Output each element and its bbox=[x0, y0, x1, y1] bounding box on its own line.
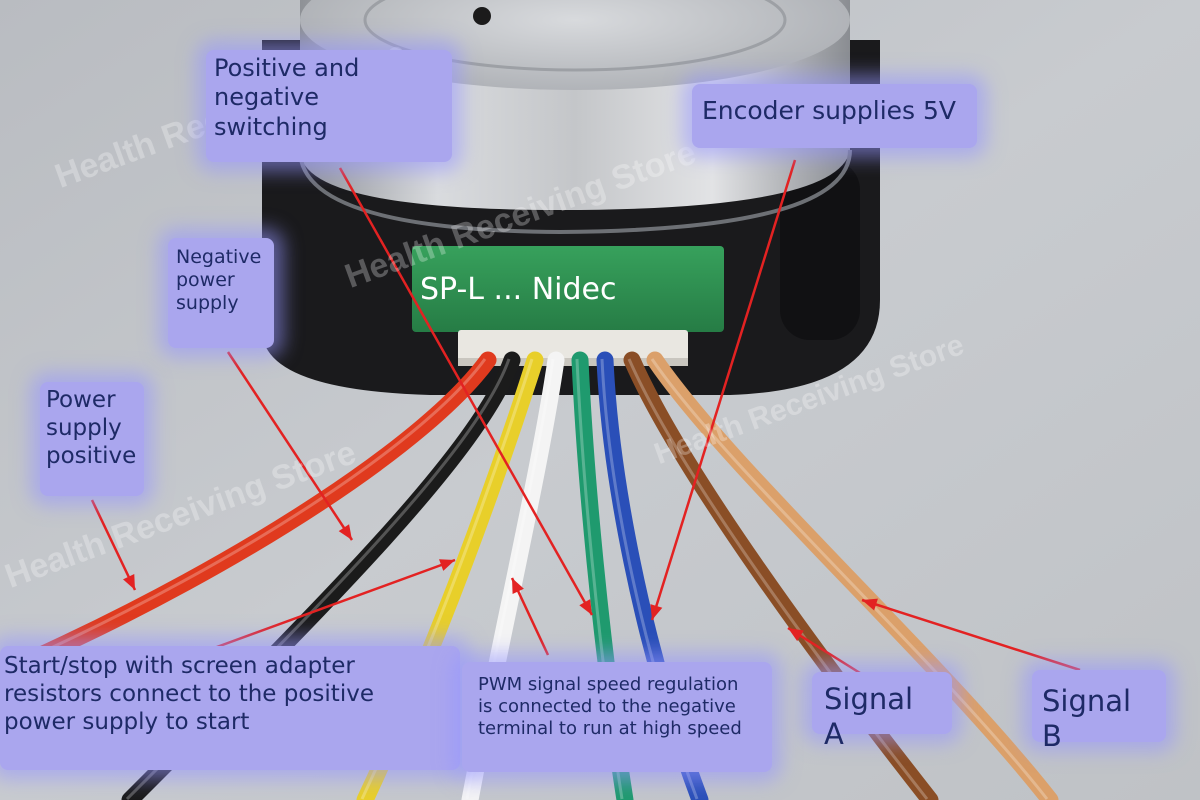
arrow-switching bbox=[338, 167, 594, 616]
circuit-board bbox=[412, 246, 724, 332]
wire-highlight-red bbox=[26, 358, 487, 661]
label-start-stop: Start/stop with screen adapter resistors… bbox=[0, 646, 460, 770]
label-encoder-5v: Encoder supplies 5V bbox=[692, 84, 977, 148]
label-pwm-speed-regulation: PWM signal speed regulation is connected… bbox=[462, 662, 772, 772]
wire-orange bbox=[646, 351, 1059, 800]
arrows bbox=[90, 159, 1081, 680]
label-negative-power-supply: Negative power supply bbox=[168, 238, 274, 348]
wire-highlight-brown bbox=[627, 358, 929, 800]
arrow-encoder bbox=[650, 159, 797, 621]
label-signal-b: Signal B bbox=[1032, 670, 1166, 753]
board-label: SP-L ... Nidec bbox=[420, 272, 617, 307]
arrow-power-positive bbox=[90, 499, 137, 591]
wire-brown bbox=[623, 351, 939, 800]
arrow-pwm bbox=[510, 577, 550, 656]
arrow-negative-power bbox=[226, 351, 354, 541]
wire-red bbox=[21, 351, 497, 669]
arrow-signal-a bbox=[787, 626, 869, 680]
arrow-signal-b bbox=[861, 598, 1081, 672]
arrow-start-stop bbox=[194, 558, 456, 657]
label-power-supply-positive: Power supply positive bbox=[40, 382, 144, 496]
label-positive-negative-switching: Positive and negative switching bbox=[206, 50, 452, 162]
label-signal-a: Signal A bbox=[812, 672, 952, 751]
screw-hole bbox=[473, 7, 491, 25]
wire-highlight-orange bbox=[650, 358, 1049, 800]
